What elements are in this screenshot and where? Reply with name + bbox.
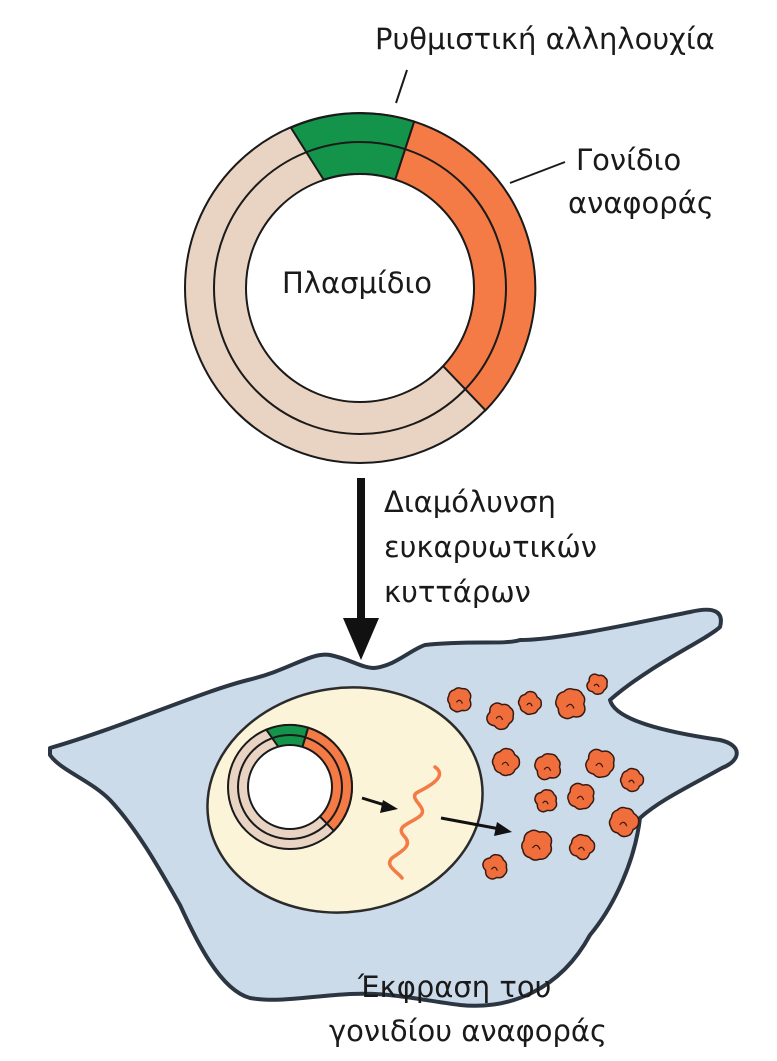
reporter-protein-fold <box>619 821 628 827</box>
reporter-leader-line <box>509 161 566 184</box>
reporter-protein-fold <box>577 846 585 851</box>
reporter-protein-fold <box>495 715 504 721</box>
transfection-arrow-shaft <box>357 478 365 628</box>
plasmid-label: Πλασμίδιο <box>282 266 433 300</box>
plasmid-center <box>245 173 475 403</box>
reporter-protein-fold <box>543 766 552 772</box>
translation-arrow <box>440 816 512 836</box>
reporter-protein-fold <box>542 800 549 805</box>
translation-arrow-shaft <box>440 816 501 831</box>
reporter-proteins <box>447 673 645 880</box>
eukaryotic-cell <box>48 607 739 1008</box>
reporter-protein-fold <box>501 761 510 767</box>
plasmid-strand-divider <box>213 141 507 435</box>
translation-arrow-head <box>494 822 512 836</box>
plasmid-small <box>227 723 353 850</box>
reporter-protein-fold <box>526 702 533 707</box>
plasmid-large <box>184 69 566 464</box>
reporter-protein-fold <box>455 699 463 704</box>
reporter-protein-fold <box>593 683 600 688</box>
plasmid-small-center <box>247 744 333 830</box>
reporter-protein-fold <box>628 779 635 784</box>
regulatory-leader-line <box>395 69 408 104</box>
reporter-protein-fold <box>490 866 498 871</box>
reporter-protein-blob <box>554 687 586 720</box>
transfection-arrow-head <box>343 618 379 660</box>
expression-label-line2: γονιδίου αναφοράς <box>329 1014 608 1048</box>
expression-label-line1: Έκφραση του <box>358 970 552 1004</box>
transcription-arrow <box>361 796 398 813</box>
reporter-gene-label-line2: αναφοράς <box>568 186 714 220</box>
reporter-protein-fold <box>566 703 575 709</box>
reporter-gene-label-line1: Γονίδιο <box>576 143 682 177</box>
transfection-arrow <box>343 478 379 660</box>
reporter-protein-fold <box>595 762 604 768</box>
reporter-protein-fold <box>532 844 541 850</box>
transfection-label-line3: κυττάρων <box>384 575 531 609</box>
transcription-arrow-head <box>380 800 398 813</box>
reporter-protein-blob <box>534 752 562 781</box>
regulatory-sequence-label: Ρυθμιστική αλληλουχία <box>375 22 715 56</box>
transfection-label-line2: ευκαρυωτικών <box>384 530 597 564</box>
reporter-protein-fold <box>576 795 585 801</box>
plasmid-small-strand-divider <box>237 734 343 840</box>
transfection-label-line1: Διαμόλυνση <box>384 485 556 519</box>
mrna-squiggle <box>387 765 442 880</box>
